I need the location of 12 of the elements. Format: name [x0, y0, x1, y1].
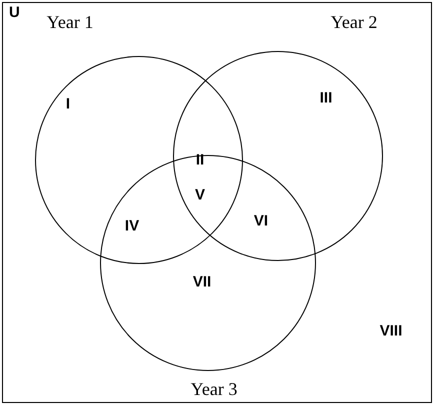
region-label: VI: [254, 214, 268, 228]
set-title: Year 2: [330, 13, 378, 31]
universe-rectangle: [2, 2, 432, 403]
region-label: VII: [192, 274, 212, 290]
region-label: V: [195, 188, 205, 202]
set-title: Year 3: [190, 380, 238, 398]
set-title: Year 1: [46, 13, 94, 31]
region-label: IV: [124, 218, 140, 234]
region-label: VIII: [380, 324, 402, 338]
set-label: U: [9, 5, 20, 20]
region-label: I: [66, 96, 70, 112]
region-label: III: [320, 90, 332, 106]
